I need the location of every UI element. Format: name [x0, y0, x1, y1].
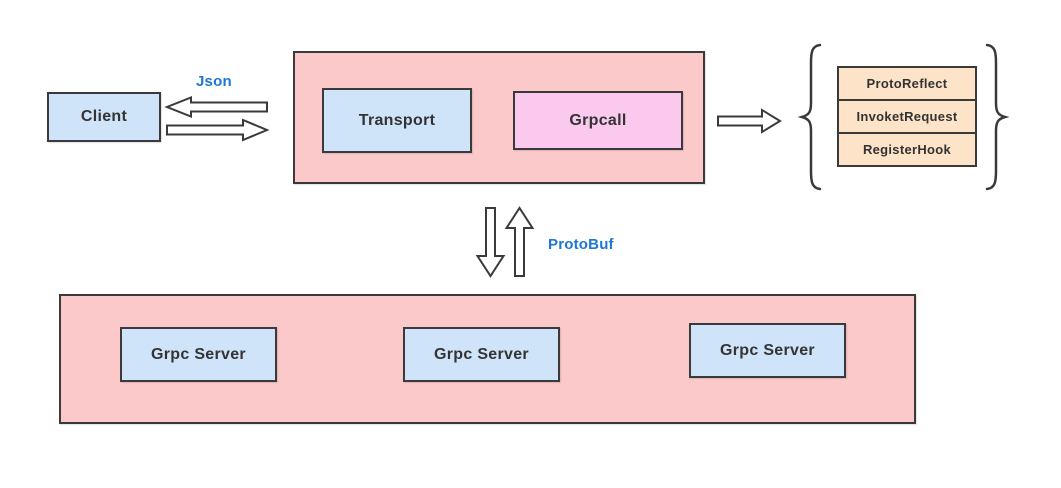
arrow-right-icon: [166, 118, 270, 142]
hook-item-registerhook: RegisterHook: [837, 132, 977, 167]
transport-node: Transport: [322, 88, 472, 153]
client-node: Client: [47, 92, 161, 142]
grpcall-node: Grpcall: [513, 91, 683, 150]
right-brace-icon: [985, 43, 1010, 191]
hook-item-invoketrequest: InvoketRequest: [837, 99, 977, 134]
arrow-down-icon: [475, 207, 506, 278]
arrow-right-icon: [717, 108, 782, 134]
gateway-servers-arrows: [475, 206, 535, 278]
hooks-list: ProtoReflect InvoketRequest RegisterHook: [837, 66, 977, 167]
arrow-up-icon: [504, 206, 535, 277]
hook-item-protoreflect: ProtoReflect: [837, 66, 977, 101]
arrow-left-icon: [164, 96, 268, 118]
json-flow-label: Json: [196, 73, 232, 90]
left-brace-icon: [797, 43, 822, 191]
protobuf-flow-label: ProtoBuf: [548, 236, 614, 253]
client-gateway-arrows: [164, 96, 270, 142]
grpc-server-node-1: Grpc Server: [120, 327, 277, 382]
grpc-server-node-3: Grpc Server: [689, 323, 846, 378]
gateway-hooks-arrow: [717, 108, 782, 134]
grpc-server-node-2: Grpc Server: [403, 327, 560, 382]
